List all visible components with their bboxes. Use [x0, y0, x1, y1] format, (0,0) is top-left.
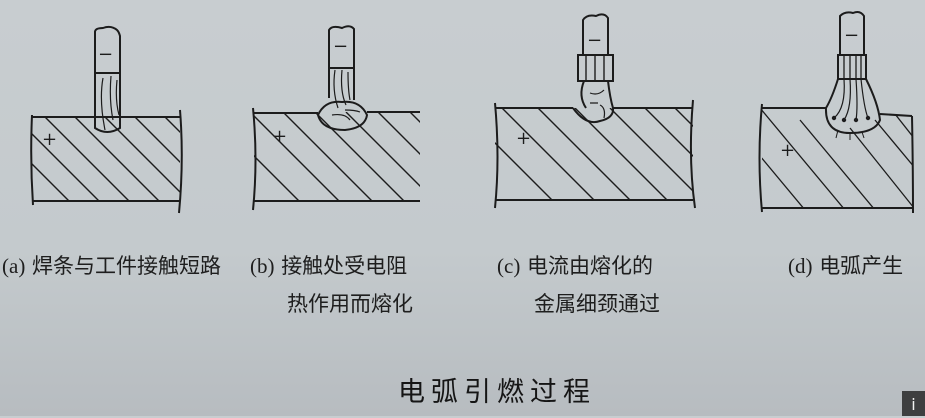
panel-b-drawing: − +: [250, 20, 420, 220]
svg-text:+: +: [516, 128, 531, 149]
caption-c-text-line2: 金属细颈通过: [534, 292, 660, 316]
caption-c-label: (c): [497, 254, 521, 278]
svg-text:+: +: [272, 126, 287, 147]
caption-a: (a) 焊条与工件接触短路: [2, 253, 221, 279]
svg-text:−: −: [333, 36, 348, 57]
panel-d-drawing: − +: [750, 8, 925, 218]
info-icon[interactable]: i: [902, 391, 925, 416]
figure-title: 电弧引燃过程: [398, 377, 596, 408]
svg-text:−: −: [587, 30, 602, 51]
caption-a-text: 焊条与工件接触短路: [32, 254, 221, 278]
caption-b-text-line2: 热作用而熔化: [287, 292, 413, 316]
caption-a-label: (a): [2, 254, 26, 278]
svg-text:−: −: [844, 25, 859, 46]
caption-b: (b) 接触处受电阻 热作用而熔化: [250, 253, 413, 317]
caption-d-text: 电弧产生: [819, 254, 904, 278]
info-glyph: i: [911, 395, 916, 414]
caption-c-text-line1: 电流由熔化的: [527, 254, 653, 278]
caption-b-text-line1: 接触处受电阻: [281, 254, 408, 278]
svg-text:−: −: [98, 44, 113, 65]
caption-b-label: (b): [250, 254, 275, 278]
svg-text:+: +: [780, 140, 795, 161]
panel-c-drawing: − +: [490, 8, 700, 218]
caption-d: (d) 电弧产生: [788, 253, 903, 279]
panel-a-drawing: − +: [25, 20, 190, 220]
svg-text:+: +: [42, 129, 57, 150]
caption-c: (c) 电流由熔化的 金属细颈通过: [497, 253, 660, 317]
caption-d-label: (d): [788, 254, 813, 278]
